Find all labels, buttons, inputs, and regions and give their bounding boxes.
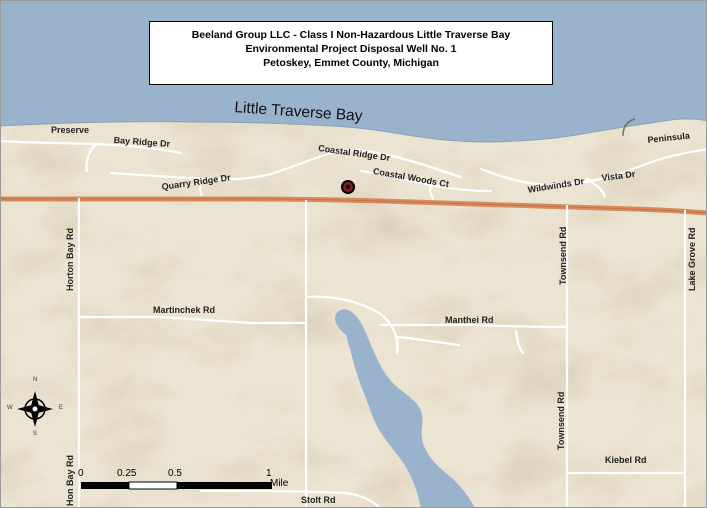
stolt-rd-line <box>199 489 381 507</box>
title-line-3: Petoskey, Emmet County, Michigan <box>263 57 439 69</box>
label-martinchek-rd: Martinchek Rd <box>153 305 216 315</box>
scale-tick-1: 0.25 <box>117 468 137 479</box>
scale-tick-0: 0 <box>78 468 84 479</box>
label-manthei-rd: Manthei Rd <box>445 315 494 325</box>
martinchek-rd-line <box>77 315 308 325</box>
label-kiebel-rd: Kiebel Rd <box>605 455 647 465</box>
disposal-well-marker-icon[interactable] <box>341 180 355 194</box>
label-townsend-rd-south: Townsend Rd <box>556 391 566 450</box>
compass-icon <box>17 391 53 427</box>
label-townsend-rd-north: Townsend Rd <box>558 226 568 285</box>
scale-unit: Mile <box>270 478 289 489</box>
label-stolt-rd: Stolt Rd <box>301 495 336 505</box>
scale-seg-3 <box>177 482 272 489</box>
peninsula-road <box>622 118 636 137</box>
compass-west: W <box>7 405 13 411</box>
compass-north: N <box>33 377 38 383</box>
scale-tick-3: 1 <box>266 468 272 479</box>
scale-bar <box>81 481 272 490</box>
lake-loop-road <box>304 295 399 355</box>
title-line-2: Environmental Project Disposal Well No. … <box>245 43 457 55</box>
label-horton-bay-rd-south: Hon Bay Rd <box>65 454 75 506</box>
scale-seg-2 <box>128 481 178 490</box>
local-roads <box>1 139 706 201</box>
lake-water <box>335 309 475 507</box>
compass-east: E <box>59 405 64 411</box>
label-preserve: Preserve <box>51 125 90 135</box>
label-horton-bay-rd: Horton Bay Rd <box>65 228 75 291</box>
manthei-rd-line <box>379 323 569 329</box>
scale-seg-1 <box>81 482 129 489</box>
map-title-box: Beeland Group LLC - Class I Non-Hazardou… <box>149 21 553 85</box>
shoreline <box>1 118 706 143</box>
title-line-1: Beeland Group LLC - Class I Non-Hazardou… <box>191 29 511 41</box>
compass-south: S <box>33 431 38 437</box>
label-lake-grove-rd: Lake Grove Rd <box>687 227 697 291</box>
highway-centerline <box>1 198 706 214</box>
rural-roads <box>77 197 687 507</box>
scale-tick-2: 0.5 <box>168 468 182 479</box>
